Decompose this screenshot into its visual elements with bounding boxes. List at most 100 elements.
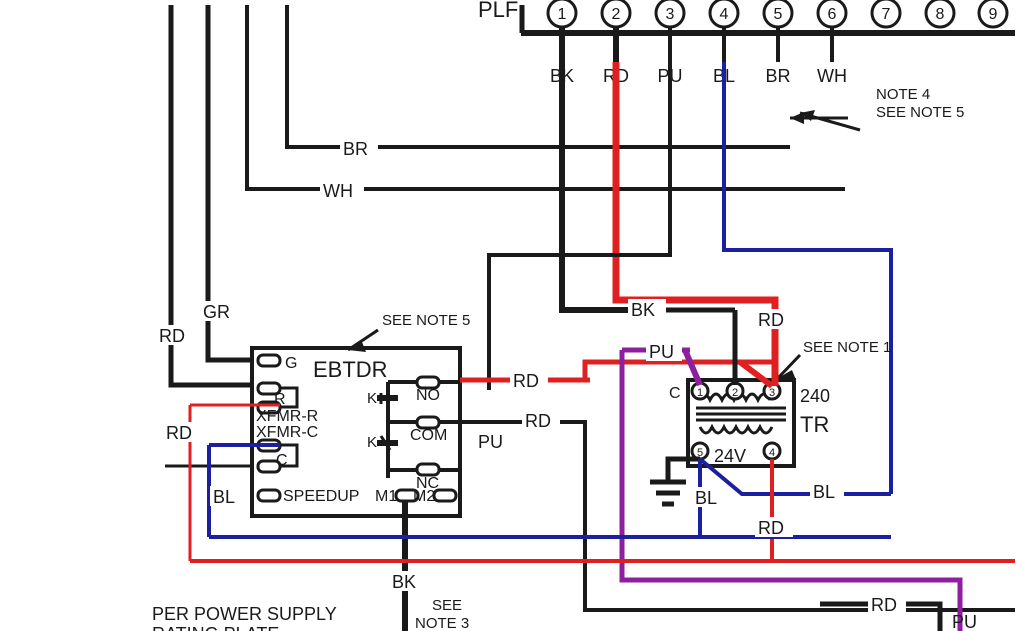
plf-terminal-number: 8	[936, 6, 945, 23]
ebtdr-title: EBTDR	[313, 357, 388, 382]
plf-terminal-number: 1	[558, 6, 567, 23]
plf-terminal-9[interactable]: 9	[977, 0, 1009, 29]
plf-terminal-number: 5	[774, 6, 783, 23]
plf-terminal-circle	[924, 0, 956, 29]
plf-terminal-7[interactable]: 7	[870, 0, 902, 29]
transformer-terminal-1[interactable]: 1	[690, 381, 710, 401]
wire-wh	[245, 5, 845, 191]
wire-label-text: GR	[203, 302, 230, 322]
label-bg	[340, 138, 378, 158]
wire-label-group: BR WH RD GR RD BL BK RD RD RD PU PU BL B…	[156, 138, 977, 631]
wire-rd-far-left	[168, 5, 252, 388]
wire-rd-bottom-right	[820, 601, 943, 631]
wire-label-text: BK	[631, 300, 655, 320]
label-bg	[522, 410, 560, 430]
wire-br	[285, 5, 790, 149]
label-bg	[646, 341, 682, 361]
wire-label-text: RD	[513, 371, 539, 391]
wire-label-bl-left: BL	[210, 486, 244, 507]
plf-terminal-number: 4	[720, 6, 729, 23]
terminal-pad	[432, 488, 458, 503]
wire-label-pu-ebtdr: PU	[475, 431, 511, 452]
wire-ground-lead	[665, 456, 700, 480]
relay-com-pad	[415, 415, 441, 430]
label-bg	[755, 309, 793, 329]
plf-terminal-strip: PLF 1 BK 2 RD 3 PU 4 BL	[478, 0, 1015, 86]
wire-bk-drop	[559, 62, 628, 313]
transformer-name: TR	[800, 412, 829, 437]
wire-label-text: BL	[695, 488, 717, 508]
ebtdr-terminal-label: G	[285, 355, 297, 372]
footer-line-2: RATING PLATE	[152, 624, 279, 631]
wire-bl-drop	[722, 62, 893, 494]
wire-pu-tr-diag	[682, 348, 703, 387]
plf-terminal-number: 6	[828, 6, 837, 23]
wire-label-rd-mid: RD	[755, 309, 793, 330]
bottom-bk-annotation: SEE NOTE 3	[402, 595, 469, 631]
plf-terminal-5[interactable]: 5 BR	[762, 0, 794, 86]
plf-wire-label: BR	[765, 66, 790, 86]
plf-terminal-number: 9	[989, 6, 998, 23]
wire-label-rd-com: RD	[522, 410, 560, 431]
note3-text-line1: SEE	[432, 597, 462, 614]
label-bg	[810, 481, 844, 501]
transformer-terminal-number: 5	[697, 447, 703, 459]
ebtdr-terminal-speedup[interactable]: SPEEDUP	[256, 488, 359, 505]
wire-no-red-to-tr	[582, 359, 775, 380]
wire-label-text: BK	[392, 572, 416, 592]
plf-terminal-number: 7	[882, 6, 891, 23]
wire-label-text: WH	[323, 181, 353, 201]
plf-terminal-8[interactable]: 8	[924, 0, 956, 29]
note5-arrow-line	[347, 328, 379, 352]
note3-text-line2: NOTE 3	[415, 615, 469, 631]
wire-label-text: RD	[758, 310, 784, 330]
label-bg	[510, 370, 548, 390]
plf-terminal-circle	[870, 0, 902, 29]
transformer-terminal-2[interactable]: 2	[725, 381, 745, 401]
ebtdr-module[interactable]: EBTDR SEE NOTE 5 G R XFMR-R XFMR-C C	[250, 312, 490, 518]
plf-wire-label: WH	[817, 66, 847, 86]
label-bg	[163, 422, 201, 442]
ebtdr-terminal-m2[interactable]: M2	[413, 488, 458, 505]
transformer-secondary-winding	[698, 423, 774, 435]
left-feeder-wires	[165, 5, 845, 468]
wire-label-rd-no: RD	[510, 370, 548, 391]
terminal-pad	[256, 353, 282, 368]
wire-label-text: RD	[166, 423, 192, 443]
wire-label-text: BL	[813, 482, 835, 502]
relay-nc-pad	[415, 462, 441, 477]
transformer-primary-voltage: 240	[800, 386, 830, 406]
ebtdr-terminal-label: M2	[413, 488, 435, 505]
plf-terminal-6[interactable]: 6 WH	[816, 0, 848, 86]
wire-label-text: RD	[758, 518, 784, 538]
wire-label-rd-bottom-right: RD	[868, 594, 906, 615]
plf-terminal-number: 2	[612, 6, 621, 23]
wire-label-gr: GR	[200, 301, 238, 322]
relay-nc-label: NC	[416, 475, 439, 492]
ebtdr-terminal-r[interactable]: R	[256, 381, 299, 409]
note1-text: SEE NOTE 1	[803, 339, 891, 356]
terminal-pad	[256, 488, 282, 503]
relay-coil-mark-2: K	[367, 434, 398, 451]
wire-label-rd-left: RD	[163, 422, 201, 443]
label-bg	[389, 571, 427, 591]
ebtdr-terminal-c[interactable]: C	[256, 443, 299, 474]
wire-label-pu-tr: PU	[646, 341, 682, 362]
transformer-terminal-4[interactable]: 4	[762, 441, 782, 461]
plf-label: PLF	[478, 0, 518, 22]
ebtdr-terminal-m1[interactable]: M1	[375, 488, 420, 505]
transformer-module[interactable]: 1 2 3 5 4 C 240 TR 24V SEE NOTE 1	[669, 339, 891, 468]
ebtdr-terminal-g[interactable]: G	[256, 353, 297, 372]
ground-symbol	[650, 479, 686, 507]
coil-arrow	[379, 435, 392, 451]
label-bg	[628, 299, 666, 319]
label-bg	[200, 301, 238, 321]
footer-note: PER POWER SUPPLY RATING PLATE	[152, 604, 337, 631]
wire-label-text: RD	[525, 411, 551, 431]
wire-label-bl-right: BL	[810, 481, 844, 502]
wire-label-rd-far-left: RD	[156, 325, 194, 346]
transformer-frame	[686, 378, 796, 468]
wire-label-bk-bottom: BK	[389, 571, 427, 592]
wire-label-rd-tr-bottom: RD	[755, 517, 793, 538]
